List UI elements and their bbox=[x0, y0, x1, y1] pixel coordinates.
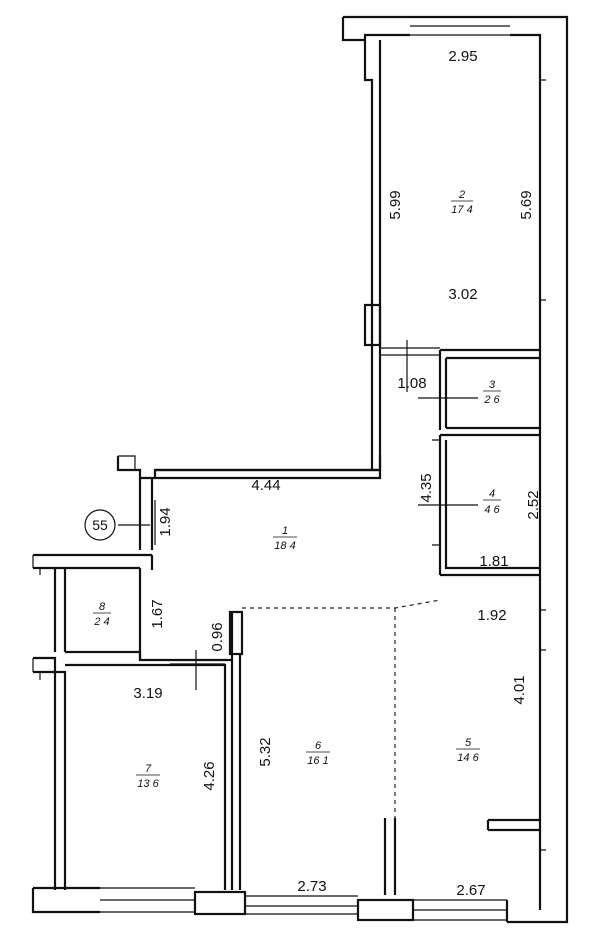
room7-area: 13 6 bbox=[137, 778, 159, 790]
dim-entry-height: 1.94 bbox=[157, 507, 174, 536]
dim-door-width: 0.96 bbox=[209, 622, 226, 651]
room2-wall-door-block bbox=[363, 303, 382, 347]
bottom-wall bbox=[31, 886, 100, 914]
room1-number: 1 bbox=[282, 525, 288, 537]
bottom-wall-pier-left bbox=[193, 890, 247, 916]
top-left-wall bbox=[341, 17, 410, 42]
room5-area: 14 6 bbox=[457, 752, 479, 764]
outer-walls bbox=[31, 15, 569, 924]
room2-bottom-wall bbox=[380, 347, 440, 356]
tick-096 bbox=[170, 650, 225, 690]
dim-room7-width: 3.19 bbox=[133, 685, 162, 702]
dim-room5-height: 4.01 bbox=[511, 675, 528, 704]
room8-left-stub bbox=[32, 555, 41, 575]
room5-partition bbox=[383, 818, 397, 895]
bottom-window-right bbox=[413, 899, 507, 921]
room8-number: 8 bbox=[99, 601, 106, 613]
zone-divider-horizontal bbox=[242, 599, 441, 609]
room7-walls bbox=[33, 656, 227, 890]
bottom-wall-pier-right bbox=[356, 898, 415, 922]
room-labels: 2 17 4 3 2 6 4 4 6 1 18 4 8 2 4 6 16 1 5… bbox=[93, 189, 501, 790]
bottom-window-mid bbox=[245, 895, 358, 915]
room6-wall-block bbox=[228, 610, 244, 656]
corridor-top-wall bbox=[153, 455, 382, 478]
room8-bottom-wall bbox=[65, 650, 232, 662]
dim-room7-height: 4.26 bbox=[201, 761, 218, 790]
room6-area: 16 1 bbox=[307, 755, 328, 767]
room8-walls bbox=[33, 553, 154, 660]
dim-room4-right-height: 2.52 bbox=[525, 490, 542, 519]
room2-number: 2 bbox=[458, 189, 465, 201]
room6-number: 6 bbox=[315, 740, 322, 752]
tag-number: 55 bbox=[92, 517, 108, 533]
dim-room4-width: 1.81 bbox=[479, 553, 508, 570]
dim-corridor-length: 4.44 bbox=[251, 477, 280, 494]
dim-room6-width: 2.73 bbox=[297, 878, 326, 895]
apartment-tag: 55 bbox=[84, 509, 116, 541]
dimension-ticks bbox=[118, 340, 478, 690]
dim-passage-width: 1.08 bbox=[397, 375, 426, 392]
dim-room2-left-height: 5.99 bbox=[387, 190, 404, 219]
room3-area: 2 6 bbox=[483, 394, 500, 406]
room5-number: 5 bbox=[465, 737, 472, 749]
room4-door-mark bbox=[432, 439, 440, 546]
dim-room8-height: 1.67 bbox=[149, 599, 166, 628]
dim-room2-right-height: 5.69 bbox=[518, 190, 535, 219]
room5-right-stub bbox=[486, 818, 540, 832]
room3-walls bbox=[438, 348, 540, 437]
dim-room5-top-width: 1.92 bbox=[477, 607, 506, 624]
dim-room5-width: 2.67 bbox=[456, 882, 485, 899]
dim-room4-left-height: 4.35 bbox=[418, 473, 435, 502]
dim-room6-height: 5.32 bbox=[257, 737, 274, 766]
bottom-window-left bbox=[100, 887, 195, 913]
room6-left-wall bbox=[230, 612, 242, 890]
room2-left-wall bbox=[363, 40, 382, 470]
corridor-top-outer bbox=[155, 455, 382, 480]
dim-top-width: 2.95 bbox=[448, 48, 477, 65]
entry-notch-detail bbox=[118, 455, 136, 470]
room4-area: 4 6 bbox=[484, 504, 500, 516]
dimension-labels: 2.95 5.99 5.69 3.02 1.08 4.44 4.35 2.52 … bbox=[133, 48, 542, 899]
room1-area: 18 4 bbox=[274, 540, 295, 552]
dim-room2-width: 3.02 bbox=[448, 286, 477, 303]
room7-left-stub bbox=[32, 658, 41, 680]
right-interior-wall-line bbox=[510, 33, 542, 910]
room3-number: 3 bbox=[489, 379, 496, 391]
right-wall-notches bbox=[540, 79, 546, 851]
entry-notch bbox=[116, 456, 155, 550]
room7-number: 7 bbox=[145, 763, 152, 775]
interior-partitions bbox=[228, 79, 546, 895]
top-window bbox=[410, 16, 510, 36]
tag-circle bbox=[84, 509, 116, 541]
room2-area: 17 4 bbox=[451, 204, 472, 216]
room8-area: 2 4 bbox=[93, 616, 109, 628]
room4-number: 4 bbox=[489, 488, 495, 500]
